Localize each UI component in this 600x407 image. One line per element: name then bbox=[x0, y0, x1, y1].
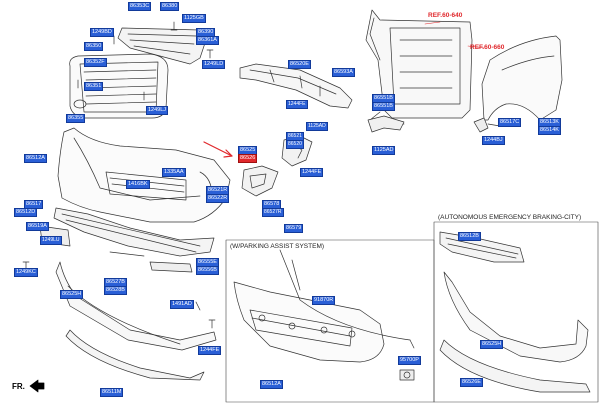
part-label[interactable]: 1125GB bbox=[182, 14, 206, 23]
fog-bezel-bracket bbox=[241, 165, 279, 197]
ref-label-1[interactable]: REF.60-640 bbox=[428, 12, 463, 19]
highlight-arrow bbox=[203, 141, 233, 158]
part-label[interactable]: 1244FE bbox=[300, 168, 324, 177]
part-label[interactable]: 86556B bbox=[196, 266, 219, 275]
part-label[interactable]: 1244BJ bbox=[482, 136, 505, 145]
part-label[interactable]: 86520E bbox=[288, 60, 311, 69]
part-label[interactable]: 86528B bbox=[104, 286, 127, 295]
parking-assist-title: (W/PARKING ASSIST SYSTEM) bbox=[230, 243, 325, 250]
part-label[interactable]: 86520 bbox=[286, 140, 304, 149]
part-label[interactable]: 1249BD bbox=[90, 28, 114, 37]
part-label[interactable]: 86519A bbox=[26, 222, 49, 231]
part-label[interactable]: 1244FE bbox=[198, 346, 222, 355]
aeb-title: (AUTONOMOUS EMERGENCY BRAKING-CITY) bbox=[438, 214, 582, 221]
skid-strip bbox=[65, 329, 205, 381]
grille-cover bbox=[117, 27, 207, 65]
part-label[interactable]: 86525H bbox=[480, 340, 504, 349]
lower-grille bbox=[53, 207, 215, 257]
part-label[interactable]: 1249KC bbox=[14, 268, 38, 277]
part-label[interactable]: 86512A bbox=[260, 380, 283, 389]
part-label[interactable]: 86527R bbox=[262, 208, 284, 217]
front-direction-label: FR. bbox=[12, 382, 25, 391]
fender bbox=[481, 35, 563, 121]
front-bumper-cover bbox=[57, 127, 231, 223]
ref-label-2[interactable]: REF.60-660 bbox=[470, 44, 505, 51]
part-label[interactable]: 95700P bbox=[398, 356, 421, 365]
upper-bracket bbox=[239, 63, 353, 109]
part-label[interactable]: 1335AA bbox=[162, 168, 186, 177]
part-label[interactable]: 86355 bbox=[66, 114, 86, 123]
part-label[interactable]: 86514K bbox=[538, 126, 561, 135]
part-label[interactable]: 86517C bbox=[498, 118, 522, 127]
part-label[interactable]: 1244FE bbox=[286, 100, 308, 109]
part-label[interactable]: 86526E bbox=[460, 378, 483, 387]
part-label[interactable]: 86380 bbox=[160, 2, 180, 11]
part-label[interactable]: 86350 bbox=[84, 42, 104, 51]
parking-assist-box bbox=[225, 239, 435, 403]
side-trim bbox=[109, 251, 193, 273]
part-label[interactable]: 1249LJ bbox=[146, 106, 169, 115]
part-label[interactable]: 86593A bbox=[332, 68, 355, 77]
part-label[interactable]: 1125AD bbox=[372, 146, 396, 155]
highlighted-part-label[interactable]: 86526 bbox=[238, 154, 258, 163]
part-label[interactable]: 86361A bbox=[196, 36, 219, 45]
part-label[interactable]: 1125AD bbox=[306, 122, 328, 131]
part-label[interactable]: 86511M bbox=[100, 388, 124, 397]
part-label[interactable]: 1416BK bbox=[126, 180, 150, 189]
part-label[interactable]: 86551B bbox=[372, 102, 395, 111]
part-label[interactable]: 1249LU bbox=[40, 236, 62, 245]
part-label[interactable]: 1491AD bbox=[170, 300, 194, 309]
front-end-module bbox=[365, 9, 473, 129]
part-label[interactable]: 91870R bbox=[312, 296, 336, 305]
grille-bolts bbox=[77, 21, 214, 101]
front-direction-arrow bbox=[29, 379, 45, 393]
part-label[interactable]: 86352F bbox=[84, 58, 107, 67]
bumper-side-bracket bbox=[367, 115, 405, 133]
part-label[interactable]: 86579 bbox=[284, 224, 304, 233]
part-label[interactable]: 86522R bbox=[206, 194, 230, 203]
part-label[interactable]: 86512B bbox=[458, 232, 481, 241]
aeb-box bbox=[433, 221, 599, 403]
part-label[interactable]: 1249LD bbox=[202, 60, 226, 69]
part-label[interactable]: 86512A bbox=[24, 154, 47, 163]
part-label[interactable]: 86351 bbox=[84, 82, 104, 91]
part-label[interactable]: 86512D bbox=[14, 208, 38, 217]
part-label[interactable]: 86525H bbox=[60, 290, 84, 299]
part-label[interactable]: 86353C bbox=[128, 2, 152, 11]
